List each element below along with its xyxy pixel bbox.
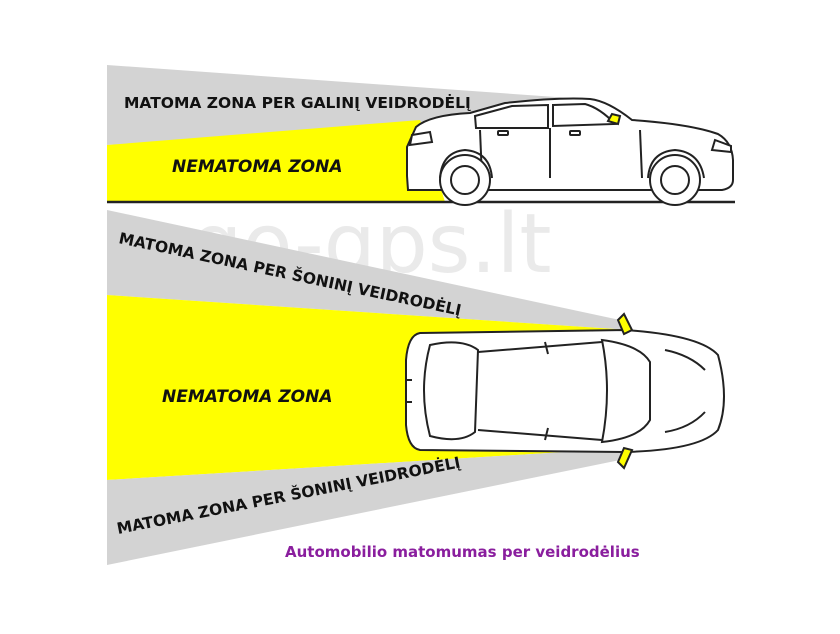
- top-blind-zone-label: NEMATOMA ZONA: [162, 387, 333, 407]
- diagram-caption: Automobilio matomumas per veidrodėlius: [285, 543, 640, 561]
- side-view-panel: MATOMA ZONA PER GALINĮ VEIDRODĖLĮ NEMATO…: [107, 65, 735, 206]
- top-visible-zone-lower: [107, 448, 630, 565]
- top-visible-zone-upper: [107, 210, 630, 330]
- side-visible-zone-label: MATOMA ZONA PER GALINĮ VEIDRODĖLĮ: [124, 93, 471, 112]
- side-blind-zone-label: NEMATOMA ZONA: [172, 157, 343, 177]
- side-blind-zone: [107, 120, 445, 202]
- side-car: [406, 97, 734, 206]
- top-car: [405, 312, 725, 470]
